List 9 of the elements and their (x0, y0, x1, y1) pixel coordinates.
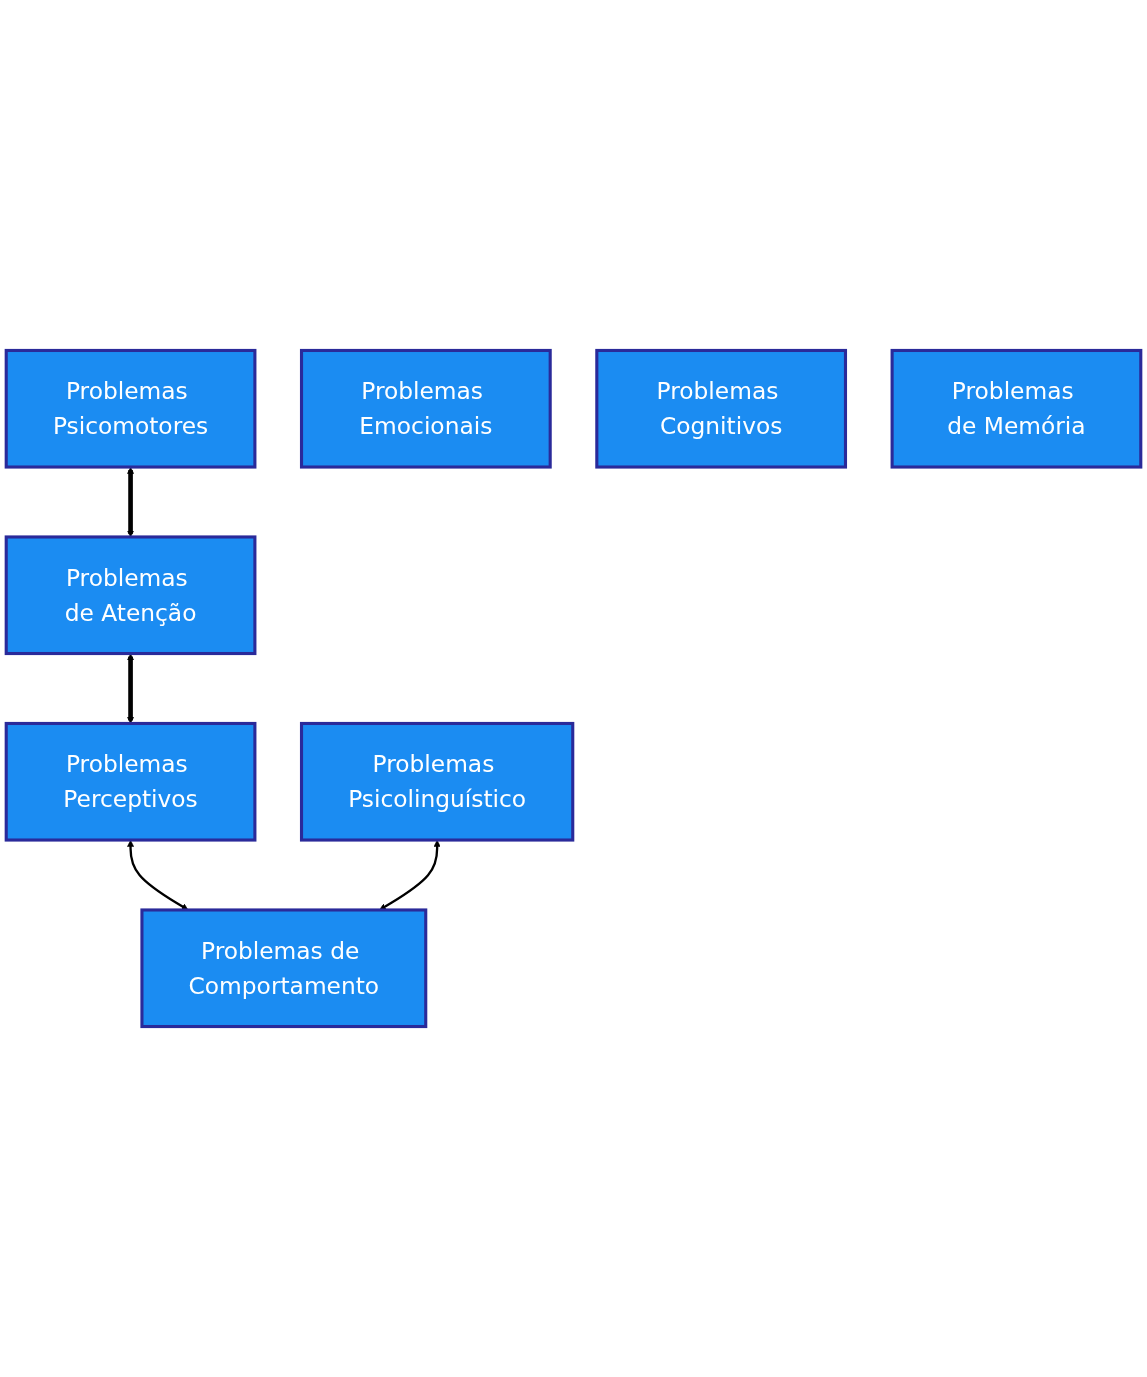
node-box: Problemas Cognitivos (595, 348, 848, 469)
node-box: Problemas Emocionais (299, 348, 552, 469)
node-box: Problemas de Memória (890, 348, 1143, 469)
node-box: Problemas Perceptivos (4, 721, 257, 842)
node-box: Problemas Psicomotores (4, 348, 257, 469)
node-box: Problemas de Comportamento (140, 908, 428, 1029)
node-box: Problemas de Atenção (4, 535, 257, 656)
arrow (127, 653, 134, 724)
node-box: Problemas Psicolinguístico (299, 721, 575, 842)
